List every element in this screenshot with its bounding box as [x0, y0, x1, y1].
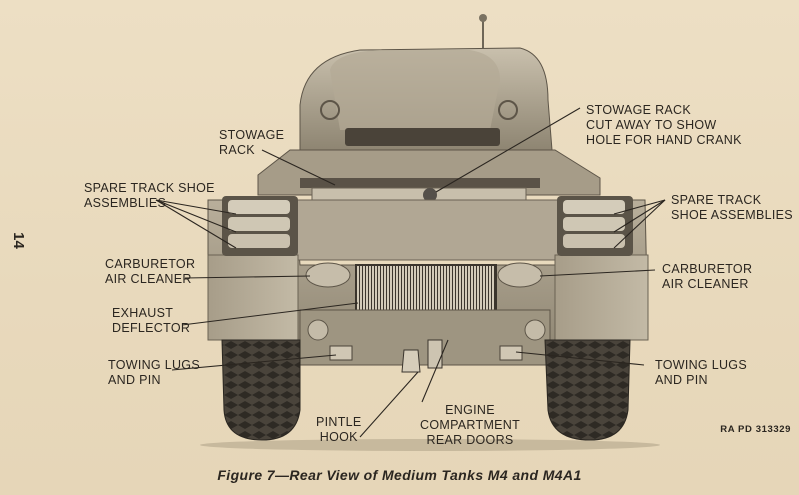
figure-caption: Figure 7—Rear View of Medium Tanks M4 an… — [217, 467, 582, 483]
label-spare-track-right: SPARE TRACK SHOE ASSEMBLIES — [671, 193, 793, 222]
spare-track-shoes-right — [557, 196, 633, 256]
label-spare-track-left: SPARE TRACK SHOE ASSEMBLIES — [84, 181, 215, 210]
stowage-rack — [300, 178, 540, 188]
track-right — [544, 339, 631, 441]
label-towing-left: TOWING LUGS AND PIN — [108, 358, 200, 387]
pintle-hook — [401, 349, 421, 373]
reference-code: RA PD 313329 — [720, 424, 791, 435]
label-stowage-rack-cutaway: STOWAGE RACK CUT AWAY TO SHOW HOLE FOR H… — [586, 103, 742, 147]
label-carburetor-left: CARBURETOR AIR CLEANER — [105, 257, 196, 286]
label-towing-right: TOWING LUGS AND PIN — [655, 358, 747, 387]
track-left — [221, 339, 301, 441]
spare-track-shoes-left — [222, 196, 298, 256]
label-carburetor-right: CARBURETOR AIR CLEANER — [662, 262, 753, 291]
exhaust-deflector — [355, 264, 497, 314]
label-pintle-hook: PINTLE HOOK — [316, 415, 362, 444]
label-exhaust-deflector: EXHAUST DEFLECTOR — [112, 306, 191, 335]
label-engine-doors: ENGINE COMPARTMENT REAR DOORS — [420, 403, 521, 447]
label-stowage-rack: STOWAGE RACK — [219, 128, 285, 157]
